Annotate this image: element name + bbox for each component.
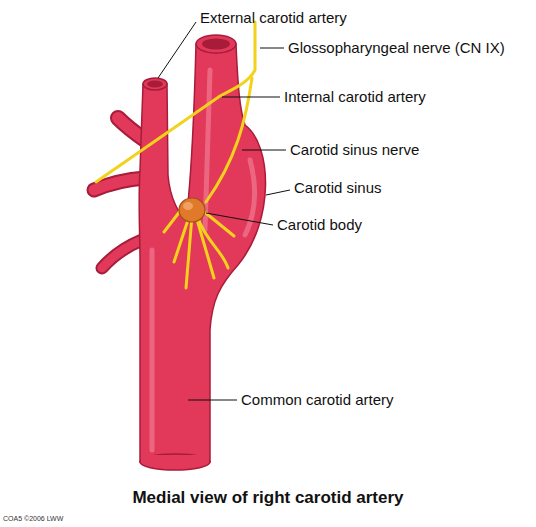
caption: Medial view of right carotid artery (0, 488, 536, 508)
watermark: COA5 ©2006 LWW (3, 515, 63, 523)
artery-label: External carotid artery (200, 9, 347, 27)
nerve-label: Carotid sinus nerve (290, 141, 419, 159)
artery-label: Common carotid artery (241, 391, 394, 409)
artery-branches (94, 118, 145, 268)
carotid-body-shape (179, 198, 205, 222)
leader-lines (158, 22, 290, 400)
nerves (96, 22, 255, 288)
artery-label: Internal carotid artery (284, 88, 426, 106)
part-label: Carotid sinus (294, 179, 382, 197)
part-label: Carotid body (277, 216, 362, 234)
nerve-label: Glossopharyngeal nerve (CN IX) (288, 39, 505, 57)
